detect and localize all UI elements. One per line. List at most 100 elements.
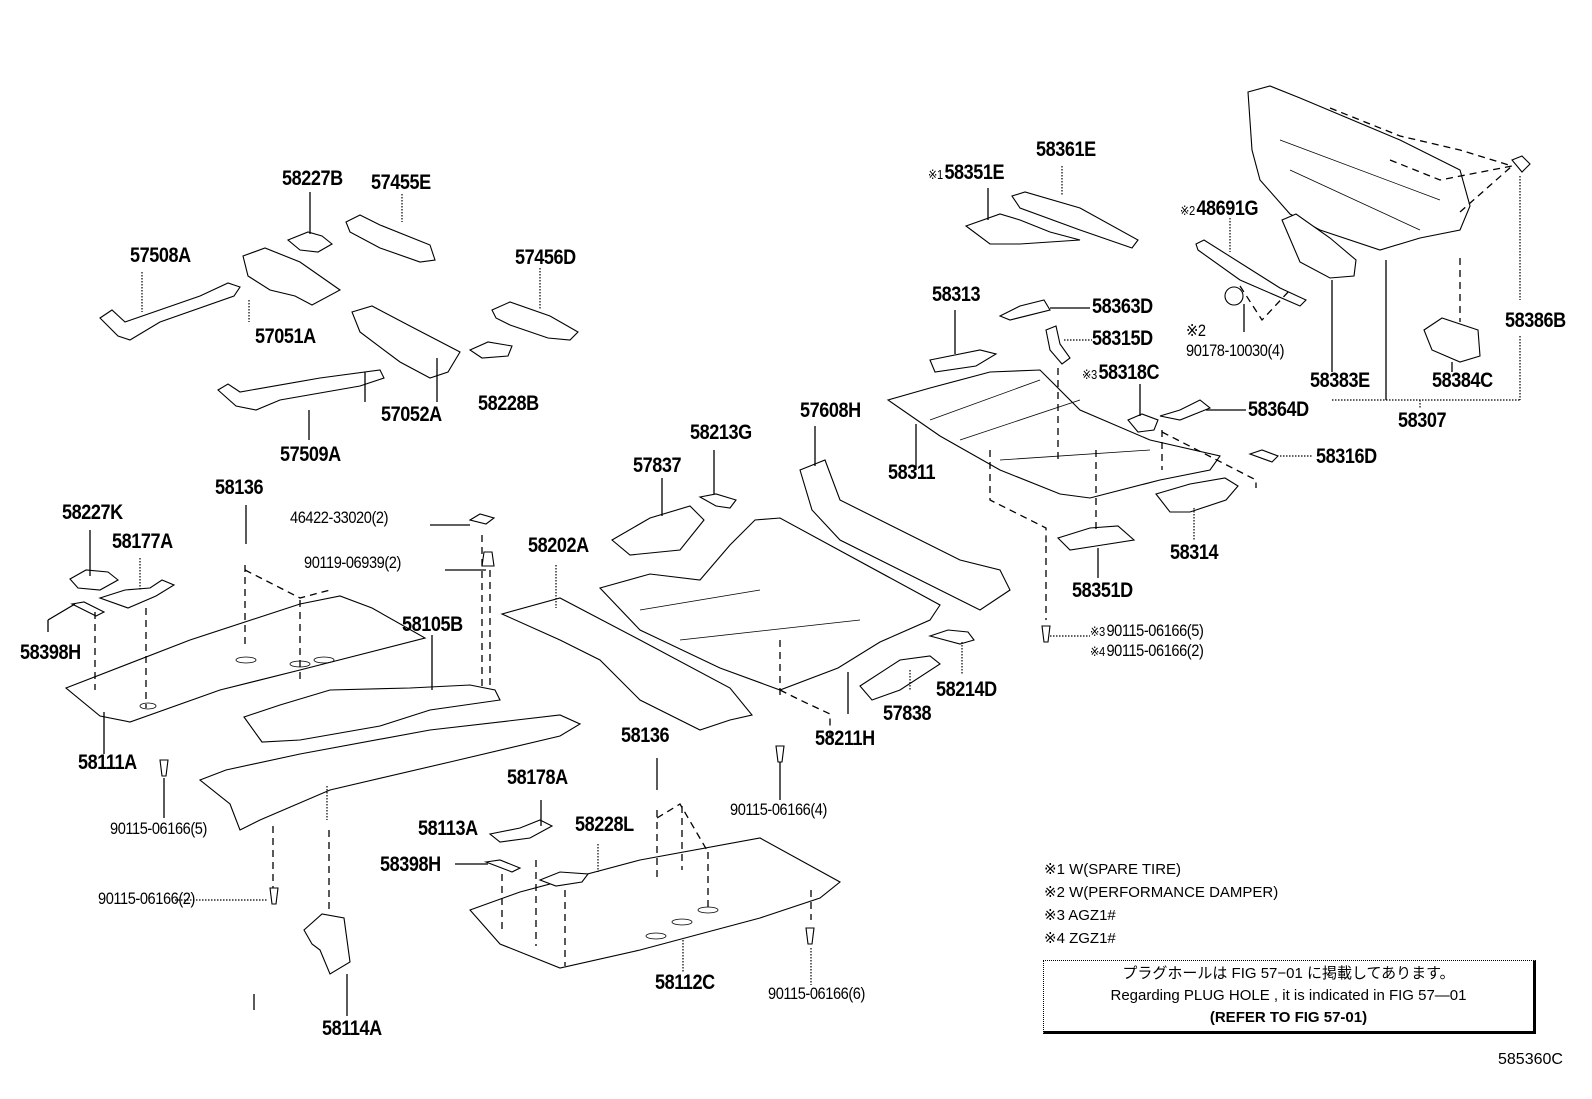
- note-mark-2: ※2: [1180, 203, 1195, 218]
- part-58315D-bracket: [1045, 325, 1071, 365]
- part-58311-floor: [886, 369, 1221, 499]
- note-mark-3b: ※3: [1090, 624, 1105, 639]
- part-label-58383E: 58383E: [1310, 369, 1370, 392]
- part-label-57052A: 57052A: [381, 403, 442, 426]
- part-90178-nut: [1224, 286, 1244, 306]
- part-label-57456D: 57456D: [515, 246, 576, 269]
- part-58361E-member: [1011, 191, 1139, 249]
- footnote-1: ※1 W(SPARE TIRE): [1044, 861, 1182, 878]
- part-58111A-floor: [64, 595, 427, 723]
- part-58228L-plate: [538, 871, 590, 887]
- part-57608H-crossmember: [799, 459, 1011, 611]
- part-57837-panel: [611, 505, 705, 556]
- part-57455E-panel: [345, 214, 436, 263]
- part-58211H-floor: [598, 517, 941, 691]
- part-label-90119-06939: 90119-06939(2): [304, 553, 401, 572]
- note-mark-3: ※3: [1082, 367, 1097, 382]
- part-label-58177A: 58177A: [112, 530, 173, 553]
- part-58178A-plate: [488, 819, 554, 843]
- part-58202A-crossmember: [500, 597, 753, 731]
- part-number-58351E: 58351E: [944, 161, 1005, 184]
- bolt-90115-2-left: [269, 887, 279, 905]
- part-58227K-plate: [69, 569, 119, 591]
- part-58364D-bracket: [1159, 399, 1212, 421]
- part-label-48691G: ※248691G: [1180, 197, 1259, 220]
- part-label-90178-mark: ※2: [1186, 321, 1206, 340]
- part-label-58213G: 58213G: [690, 421, 752, 444]
- part-label-57837: 57837: [633, 454, 682, 477]
- part-58313-panel: [929, 349, 998, 373]
- part-57051A-member: [242, 247, 342, 306]
- note-mark-4: ※4: [1090, 644, 1105, 659]
- part-label-90178-10030: 90178-10030(4): [1186, 341, 1285, 360]
- bolt-90115-6: [805, 927, 815, 945]
- part-label-58227K: 58227K: [62, 501, 123, 524]
- part-57456D-panel: [491, 301, 579, 341]
- part-label-58351E: ※158351E: [928, 161, 1005, 184]
- clip-46422: [468, 513, 496, 525]
- part-label-58364D: 58364D: [1248, 398, 1309, 421]
- part-label-57838: 57838: [883, 702, 932, 725]
- part-58316D-bracket: [1248, 449, 1279, 463]
- part-57508A-rail: [99, 282, 241, 341]
- note-reference: (REFER TO FIG 57-01): [1209, 1009, 1368, 1026]
- part-label-57608H: 57608H: [800, 399, 861, 422]
- note-japanese: プラグホールは FIG 57−01 に掲載してあります。: [1122, 965, 1455, 982]
- footnote-3: ※3 AGZ1#: [1044, 907, 1116, 924]
- part-label-58351D: 58351D: [1072, 579, 1133, 602]
- part-57838-bracket: [859, 655, 941, 701]
- part-58383E-bracket: [1281, 213, 1357, 279]
- part-label-58398H-center: 58398H: [380, 853, 441, 876]
- part-label-58318C: ※358318C: [1082, 361, 1160, 384]
- footnote-4: ※4 ZGZ1#: [1044, 930, 1116, 947]
- part-number-58318C: 58318C: [1098, 361, 1160, 384]
- part-label-58386B: 58386B: [1505, 309, 1566, 332]
- part-label-58384C: 58384C: [1432, 369, 1493, 392]
- part-label-58307: 58307: [1398, 409, 1447, 432]
- part-label-58361E: 58361E: [1036, 138, 1096, 161]
- part-label-58315D: 58315D: [1092, 327, 1153, 350]
- part-label-58111A: 58111A: [78, 751, 137, 774]
- bolt-90119: [481, 551, 495, 567]
- part-label-58316D: 58316D: [1316, 445, 1377, 468]
- part-label-58114A: 58114A: [322, 1017, 382, 1040]
- part-label-58228B: 58228B: [478, 392, 539, 415]
- part-58177A-plate: [98, 579, 176, 609]
- figure-id: 585360C: [1498, 1051, 1563, 1068]
- part-58318C-mount: [1127, 413, 1159, 433]
- part-58227B-bracket: [286, 231, 333, 253]
- part-label-58398H-left: 58398H: [20, 641, 81, 664]
- part-label-57455E: 57455E: [371, 171, 431, 194]
- part-57509A-rail: [217, 369, 385, 411]
- part-label-58311: 58311: [888, 461, 936, 484]
- note-mark-1: ※1: [928, 167, 943, 182]
- part-number-90115-2-right: 90115-06166(2): [1106, 641, 1204, 660]
- part-label-90115-06166-4: 90115-06166(4): [730, 800, 827, 819]
- footnotes: ※1 W(SPARE TIRE) ※2 W(PERFORMANCE DAMPER…: [1044, 858, 1278, 950]
- plug-hole-note-box: プラグホールは FIG 57−01 に掲載してあります。 Regarding P…: [1043, 960, 1536, 1034]
- part-label-90115-06166-2-left: 90115-06166(2): [98, 889, 195, 908]
- part-58105B-tunnel: [243, 684, 501, 743]
- part-label-58227B: 58227B: [282, 167, 343, 190]
- assembly-lines: [94, 107, 1513, 966]
- part-58228B-bracket: [468, 341, 513, 359]
- part-48691G-damper: [1195, 239, 1307, 307]
- bolt-90115-5-left: [159, 759, 169, 777]
- part-58213G-bracket: [698, 493, 737, 509]
- part-58351D-bracket: [1056, 525, 1136, 551]
- part-label-58178A: 58178A: [507, 766, 568, 789]
- part-number-48691G: 48691G: [1196, 197, 1259, 220]
- part-details: [139, 139, 1441, 940]
- part-label-58228L: 58228L: [575, 813, 634, 836]
- leader-lines: [47, 166, 1521, 1016]
- part-label-90115-06166-6: 90115-06166(6): [768, 984, 865, 1003]
- bolt-90115-4: [775, 745, 785, 763]
- part-label-58202A: 58202A: [528, 534, 589, 557]
- part-58398H-left: [70, 601, 106, 617]
- part-number-90115-5-right: 90115-06166(5): [1106, 621, 1204, 640]
- part-label-58136-upper: 58136: [215, 476, 264, 499]
- note-english: Regarding PLUG HOLE , it is indicated in…: [1110, 987, 1467, 1004]
